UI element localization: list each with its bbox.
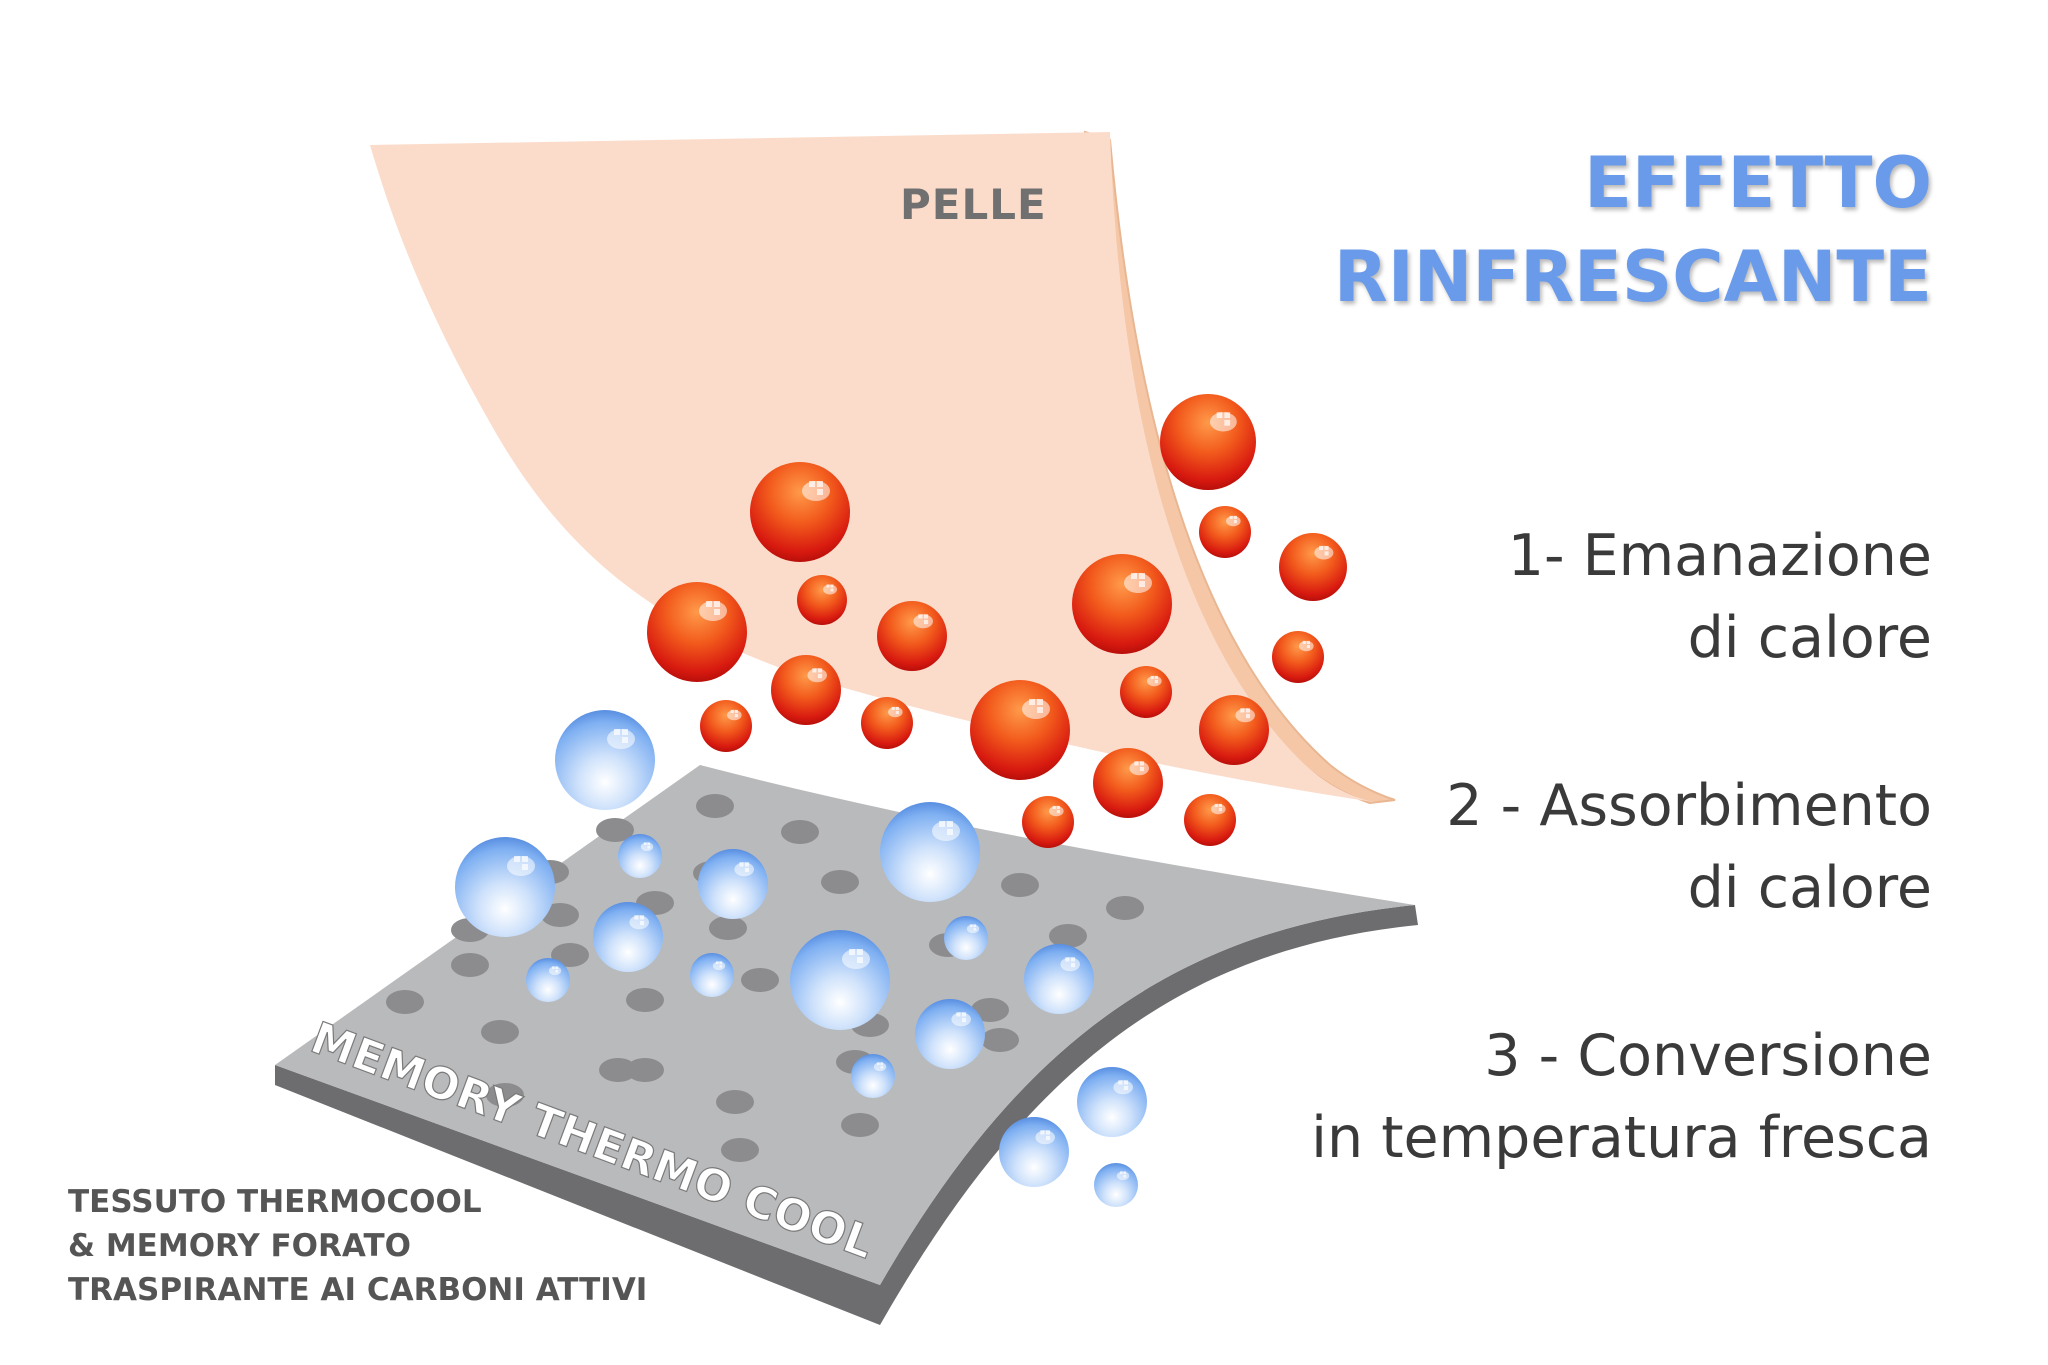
fabric-hole	[596, 818, 634, 842]
skin-label: PELLE	[900, 180, 1047, 229]
cool-particle	[915, 999, 985, 1069]
cool-particle	[790, 930, 890, 1030]
step-2-line-1: 2 - Assorbimento	[1446, 773, 1932, 839]
fabric-hole	[1049, 924, 1087, 948]
cool-particle	[555, 710, 655, 810]
cool-particle	[455, 837, 555, 937]
step-3: 3 - Conversione in temperatura fresca	[1311, 1015, 1932, 1179]
cool-particle	[1077, 1067, 1147, 1137]
cool-particle	[526, 958, 570, 1002]
hot-particle	[1022, 796, 1074, 848]
hot-particles	[647, 394, 1347, 848]
title-line-1: EFFETTO	[1584, 142, 1932, 224]
fabric-hole	[781, 820, 819, 844]
fabric-hole	[716, 1090, 754, 1114]
fabric-hole	[386, 990, 424, 1014]
fabric-hole	[1106, 896, 1144, 920]
hot-particle	[970, 680, 1070, 780]
fabric-hole	[599, 1058, 637, 1082]
fabric-hole	[741, 968, 779, 992]
hot-particle	[1272, 631, 1324, 683]
fabric-hole	[551, 943, 589, 967]
title-line-2: RINFRESCANTE	[1333, 236, 1932, 318]
fabric-hole	[541, 903, 579, 927]
cool-particle	[1024, 944, 1094, 1014]
cool-particles	[455, 710, 1147, 1207]
hot-particle	[700, 700, 752, 752]
fabric-hole	[721, 1138, 759, 1162]
cool-particle	[999, 1117, 1069, 1187]
hot-particle	[647, 582, 747, 682]
fabric-hole	[696, 794, 734, 818]
cool-particle	[593, 902, 663, 972]
step-3-line-1: 3 - Conversione	[1484, 1023, 1932, 1089]
fabric-hole	[841, 1113, 879, 1137]
step-1-line-2: di calore	[1687, 605, 1932, 671]
step-1: 1- Emanazione di calore	[1508, 515, 1932, 679]
hot-particle	[1279, 533, 1347, 601]
hot-particle	[750, 462, 850, 562]
fabric-hole	[626, 1058, 664, 1082]
hot-particle	[1184, 794, 1236, 846]
fabric-side	[275, 1065, 880, 1325]
cool-particle	[618, 834, 662, 878]
step-3-line-2: in temperatura fresca	[1311, 1105, 1932, 1171]
cool-particle	[880, 802, 980, 902]
hot-particle	[877, 601, 947, 671]
fabric-hole	[981, 1028, 1019, 1052]
fabric-description-line-1: TESSUTO THERMOCOOL	[68, 1184, 482, 1220]
fabric-hole	[971, 998, 1009, 1022]
step-1-line-1: 1- Emanazione	[1507, 523, 1932, 589]
hot-particle	[1199, 695, 1269, 765]
cool-particle	[698, 849, 768, 919]
hot-particle	[1072, 554, 1172, 654]
hot-particle	[771, 655, 841, 725]
fabric-side-curve	[880, 905, 1418, 1325]
fabric-hole	[486, 1083, 524, 1107]
hot-particle	[861, 697, 913, 749]
fabric-description-line-3: TRASPIRANTE AI CARBONI ATTIVI	[68, 1272, 648, 1308]
fabric-description: TESSUTO THERMOCOOL & MEMORY FORATO TRASP…	[68, 1180, 647, 1312]
cool-particle	[851, 1054, 895, 1098]
fabric-hole	[1001, 873, 1039, 897]
step-2: 2 - Assorbimento di calore	[1446, 765, 1932, 929]
step-2-line-2: di calore	[1687, 855, 1932, 921]
hot-particle	[1199, 506, 1251, 558]
fabric-hole	[481, 1020, 519, 1044]
hot-particle	[1093, 748, 1163, 818]
fabric-hole	[821, 870, 859, 894]
hot-particle	[797, 575, 847, 625]
fabric-hole	[626, 988, 664, 1012]
fabric-hole	[709, 916, 747, 940]
cool-particle	[944, 916, 988, 960]
cool-particle	[690, 953, 734, 997]
fabric-hole	[451, 953, 489, 977]
hot-particle	[1120, 666, 1172, 718]
fabric-description-line-2: & MEMORY FORATO	[68, 1228, 411, 1264]
cool-particle	[1094, 1163, 1138, 1207]
hot-particle	[1160, 394, 1256, 490]
